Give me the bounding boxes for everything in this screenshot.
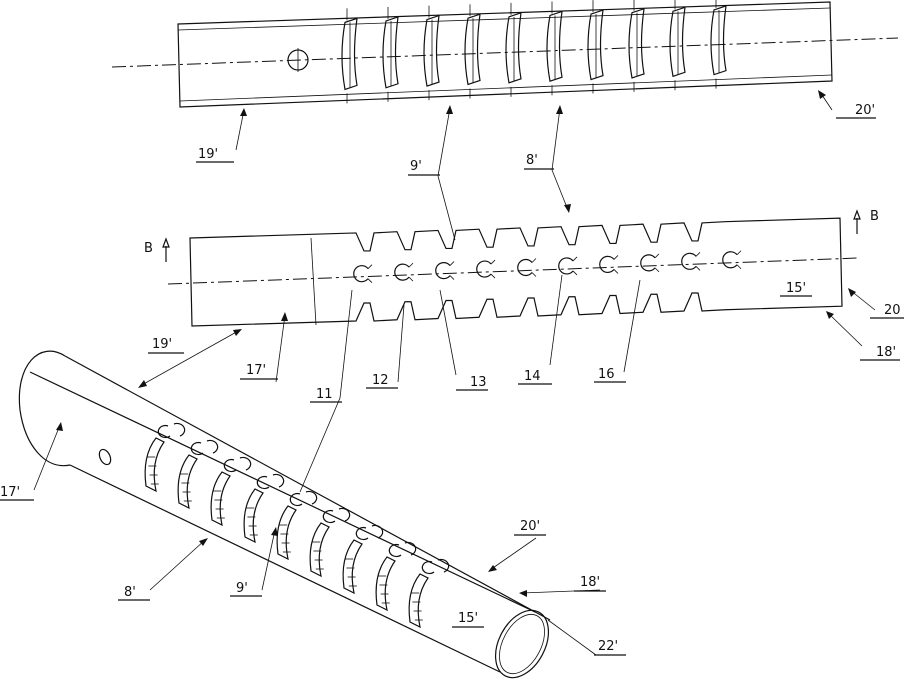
label-15-low: 15': [458, 611, 478, 626]
label-16: 16: [598, 367, 615, 382]
hook-slot: [477, 260, 495, 278]
hook-slot: [600, 255, 618, 273]
top-tube-view: [112, 0, 898, 107]
label-8-mid: 8': [526, 153, 538, 168]
hook-slot: [518, 259, 536, 277]
label-B-right: B: [870, 209, 879, 224]
label-18-mid: 18': [876, 345, 896, 360]
slot-top: [383, 17, 398, 88]
slot-top: [670, 7, 685, 76]
slot-series-3d: [145, 423, 449, 627]
hook-slot: [682, 252, 700, 270]
slot-3d: [409, 559, 449, 627]
slot-top: [547, 11, 562, 81]
hook-slot: [436, 262, 454, 280]
label-9-low: 9': [236, 581, 248, 596]
label-14: 14: [524, 369, 541, 384]
label-11: 11: [316, 387, 333, 402]
hook-slot: [723, 251, 741, 269]
slot-series-top: [342, 6, 726, 89]
label-9-mid: 9': [410, 159, 422, 174]
label-8-low: 8': [124, 585, 136, 600]
leader-lines: [34, 90, 875, 655]
flat-blank-view: [163, 211, 860, 326]
label-18-low: 18': [580, 575, 600, 590]
label-13: 13: [470, 375, 487, 390]
label-15-mid: 15': [786, 281, 806, 296]
slot-top: [465, 14, 480, 84]
hook-slot: [559, 257, 577, 275]
perspective-tube-view: [19, 351, 559, 682]
label-20-mid: 20: [884, 303, 901, 318]
hook-slot: [354, 265, 372, 283]
slot-top: [711, 6, 726, 75]
slot-top: [506, 13, 521, 83]
hook-slot: [395, 263, 413, 281]
label-19-top: 19': [198, 147, 218, 162]
label-12: 12: [372, 373, 389, 388]
label-19-mid: 19': [152, 337, 172, 352]
hook-series: [354, 251, 741, 283]
slot-top: [588, 10, 603, 79]
label-22-low: 22': [598, 639, 618, 654]
label-B-left: B: [144, 241, 153, 256]
hook-slot: [641, 254, 659, 272]
slot-top: [629, 9, 644, 78]
slot-top: [342, 18, 357, 89]
label-20-top: 20': [855, 103, 875, 118]
side-hole-icon: [97, 448, 113, 467]
label-17-low: 17': [0, 485, 20, 500]
label-17-mid: 17': [246, 363, 266, 378]
slot-top: [424, 16, 439, 87]
blank-outline: [190, 218, 842, 326]
label-20-low: 20': [520, 519, 540, 534]
